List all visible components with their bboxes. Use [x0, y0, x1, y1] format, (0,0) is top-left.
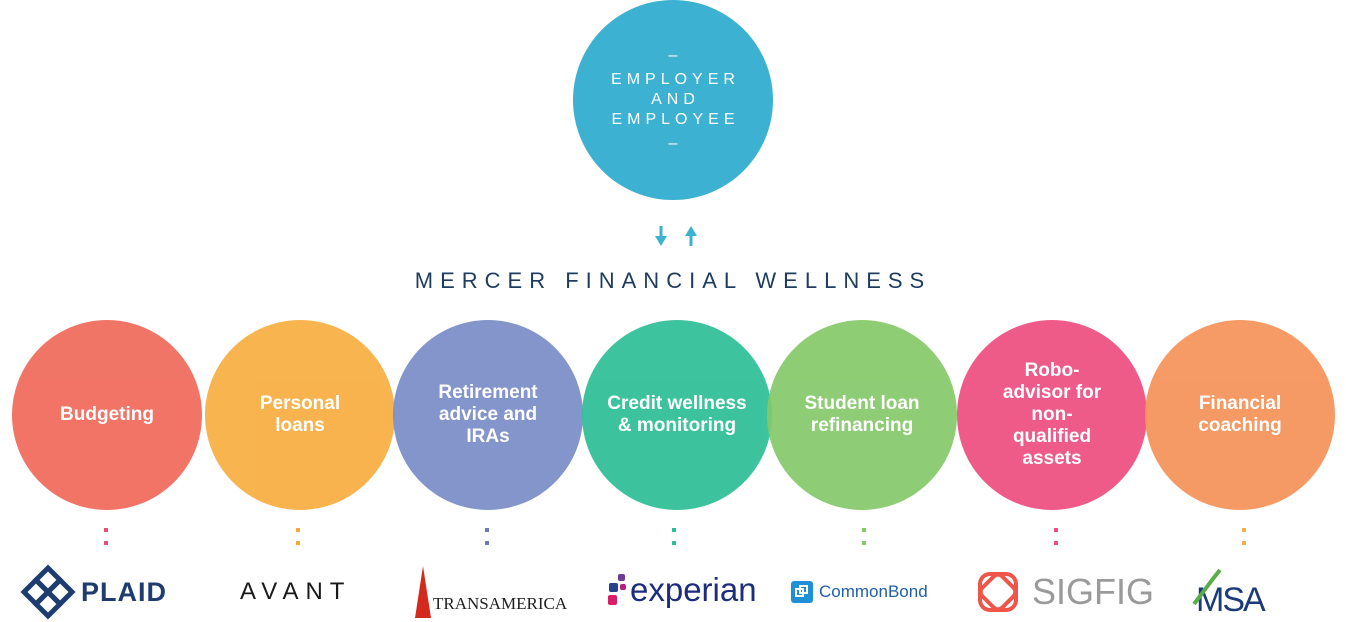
top-line-employer: EMPLOYER	[611, 71, 740, 88]
top-dash: –	[668, 47, 678, 64]
bottom-dash: –	[668, 135, 678, 152]
service-label-robo-advisor: Robo-advisor for non-qualified assets	[1002, 360, 1102, 469]
experian-dots-icon	[608, 574, 626, 605]
sigfig-wordmark: SIGFIG	[1032, 571, 1155, 612]
service-circle-student-loan: Student loan refinancing	[767, 320, 957, 510]
avant-wordmark: AVANT	[240, 578, 352, 605]
service-circle-robo-advisor: Robo-advisor for non-qualified assets	[957, 320, 1147, 510]
service-label-personal-loans: Personal loans	[259, 393, 341, 436]
msa-logo: MSA	[1192, 562, 1266, 622]
transamerica-wordmark: TRANSAMERICA	[433, 594, 568, 613]
connector-dots	[1242, 528, 1246, 548]
msa-swoosh-icon	[1192, 568, 1222, 606]
commonbond-mark-icon	[791, 581, 813, 603]
service-circle-personal-loans: Personal loans	[205, 320, 395, 510]
service-circle-budgeting: Budgeting	[12, 320, 202, 510]
service-label-budgeting: Budgeting	[60, 404, 154, 425]
pyramid-icon	[415, 566, 431, 618]
sigfig-mark-icon	[978, 572, 1018, 612]
experian-logo: experian	[606, 562, 757, 622]
connector-dots	[104, 528, 108, 548]
service-circle-financial-coaching: Financial coaching	[1145, 320, 1335, 510]
service-label-credit: Credit wellness & monitoring	[607, 393, 747, 436]
page-title: MERCER FINANCIAL WELLNESS	[414, 268, 932, 293]
service-label-student-loan: Student loan refinancing	[804, 393, 920, 436]
top-line-employee: EMPLOYEE	[611, 111, 740, 128]
arrow-down-icon	[655, 226, 667, 246]
connector-dots	[1054, 528, 1058, 548]
sigfig-logo: SIGFIG	[970, 562, 1154, 622]
avant-logo: AVANT	[240, 562, 351, 622]
service-circle-credit: Credit wellness & monitoring	[582, 320, 772, 510]
employer-employee-circle: – EMPLOYER AND EMPLOYEE –	[573, 0, 773, 200]
service-circle-retirement: Retirement advice and IRAs	[393, 320, 583, 510]
connector-dots	[296, 528, 300, 548]
experian-wordmark: experian	[630, 571, 757, 608]
service-label-retirement: Retirement advice and IRAs	[438, 382, 538, 447]
plaid-logo: PLAID	[20, 562, 167, 622]
connector-dots	[862, 528, 866, 548]
transamerica-logo: TRANSAMERICA	[414, 562, 567, 622]
plaid-mark-icon	[20, 564, 76, 620]
top-line-and: AND	[651, 91, 700, 108]
connector-dots	[672, 528, 676, 548]
commonbond-wordmark: CommonBond	[819, 582, 928, 601]
commonbond-logo: CommonBond	[791, 562, 928, 622]
service-label-financial-coaching: Financial coaching	[1198, 393, 1282, 436]
plaid-wordmark: PLAID	[81, 576, 167, 607]
connector-dots	[485, 528, 489, 548]
arrow-up-icon	[685, 226, 697, 246]
